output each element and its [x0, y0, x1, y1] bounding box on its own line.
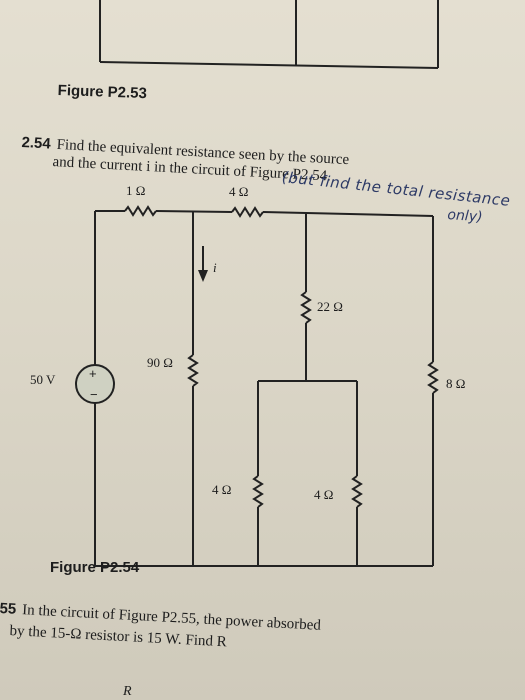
label-8ohm: 8 Ω [446, 376, 465, 391]
resistor-8ohm [427, 361, 439, 394]
figure-p2-54-caption: Figure P2.54 [50, 559, 140, 576]
label-current-i: i [213, 260, 217, 275]
resistor-4ohm-top [231, 206, 264, 218]
wire-top-3 [262, 211, 434, 217]
label-4ohm-top: 4 Ω [229, 184, 248, 199]
label-1ohm: 1 Ω [126, 183, 145, 198]
resistor-4ohm-right [351, 475, 363, 508]
label-22ohm: 22 Ω [317, 299, 343, 314]
voltage-source [75, 364, 115, 404]
figure-p2-53-fragment [99, 0, 439, 69]
resistor-4ohm-left [252, 475, 264, 508]
resistor-1ohm [124, 205, 157, 217]
current-arrow-head [198, 270, 208, 282]
problem-2-55-number: 55 [0, 600, 17, 618]
label-50v: 50 V [30, 372, 56, 387]
source-minus-sign: − [90, 387, 98, 402]
fig53-bottom-wire [99, 61, 439, 69]
resistor-22ohm [300, 291, 312, 324]
resistor-90ohm [187, 354, 199, 387]
label-4ohm-bottom-right: 4 Ω [314, 487, 333, 502]
wire-top-2 [155, 210, 233, 213]
source-plus-sign: + [89, 366, 97, 381]
label-90ohm: 90 Ω [147, 355, 173, 370]
problem-2-55-line3: R [123, 684, 132, 699]
label-4ohm-bottom-left: 4 Ω [212, 482, 231, 497]
